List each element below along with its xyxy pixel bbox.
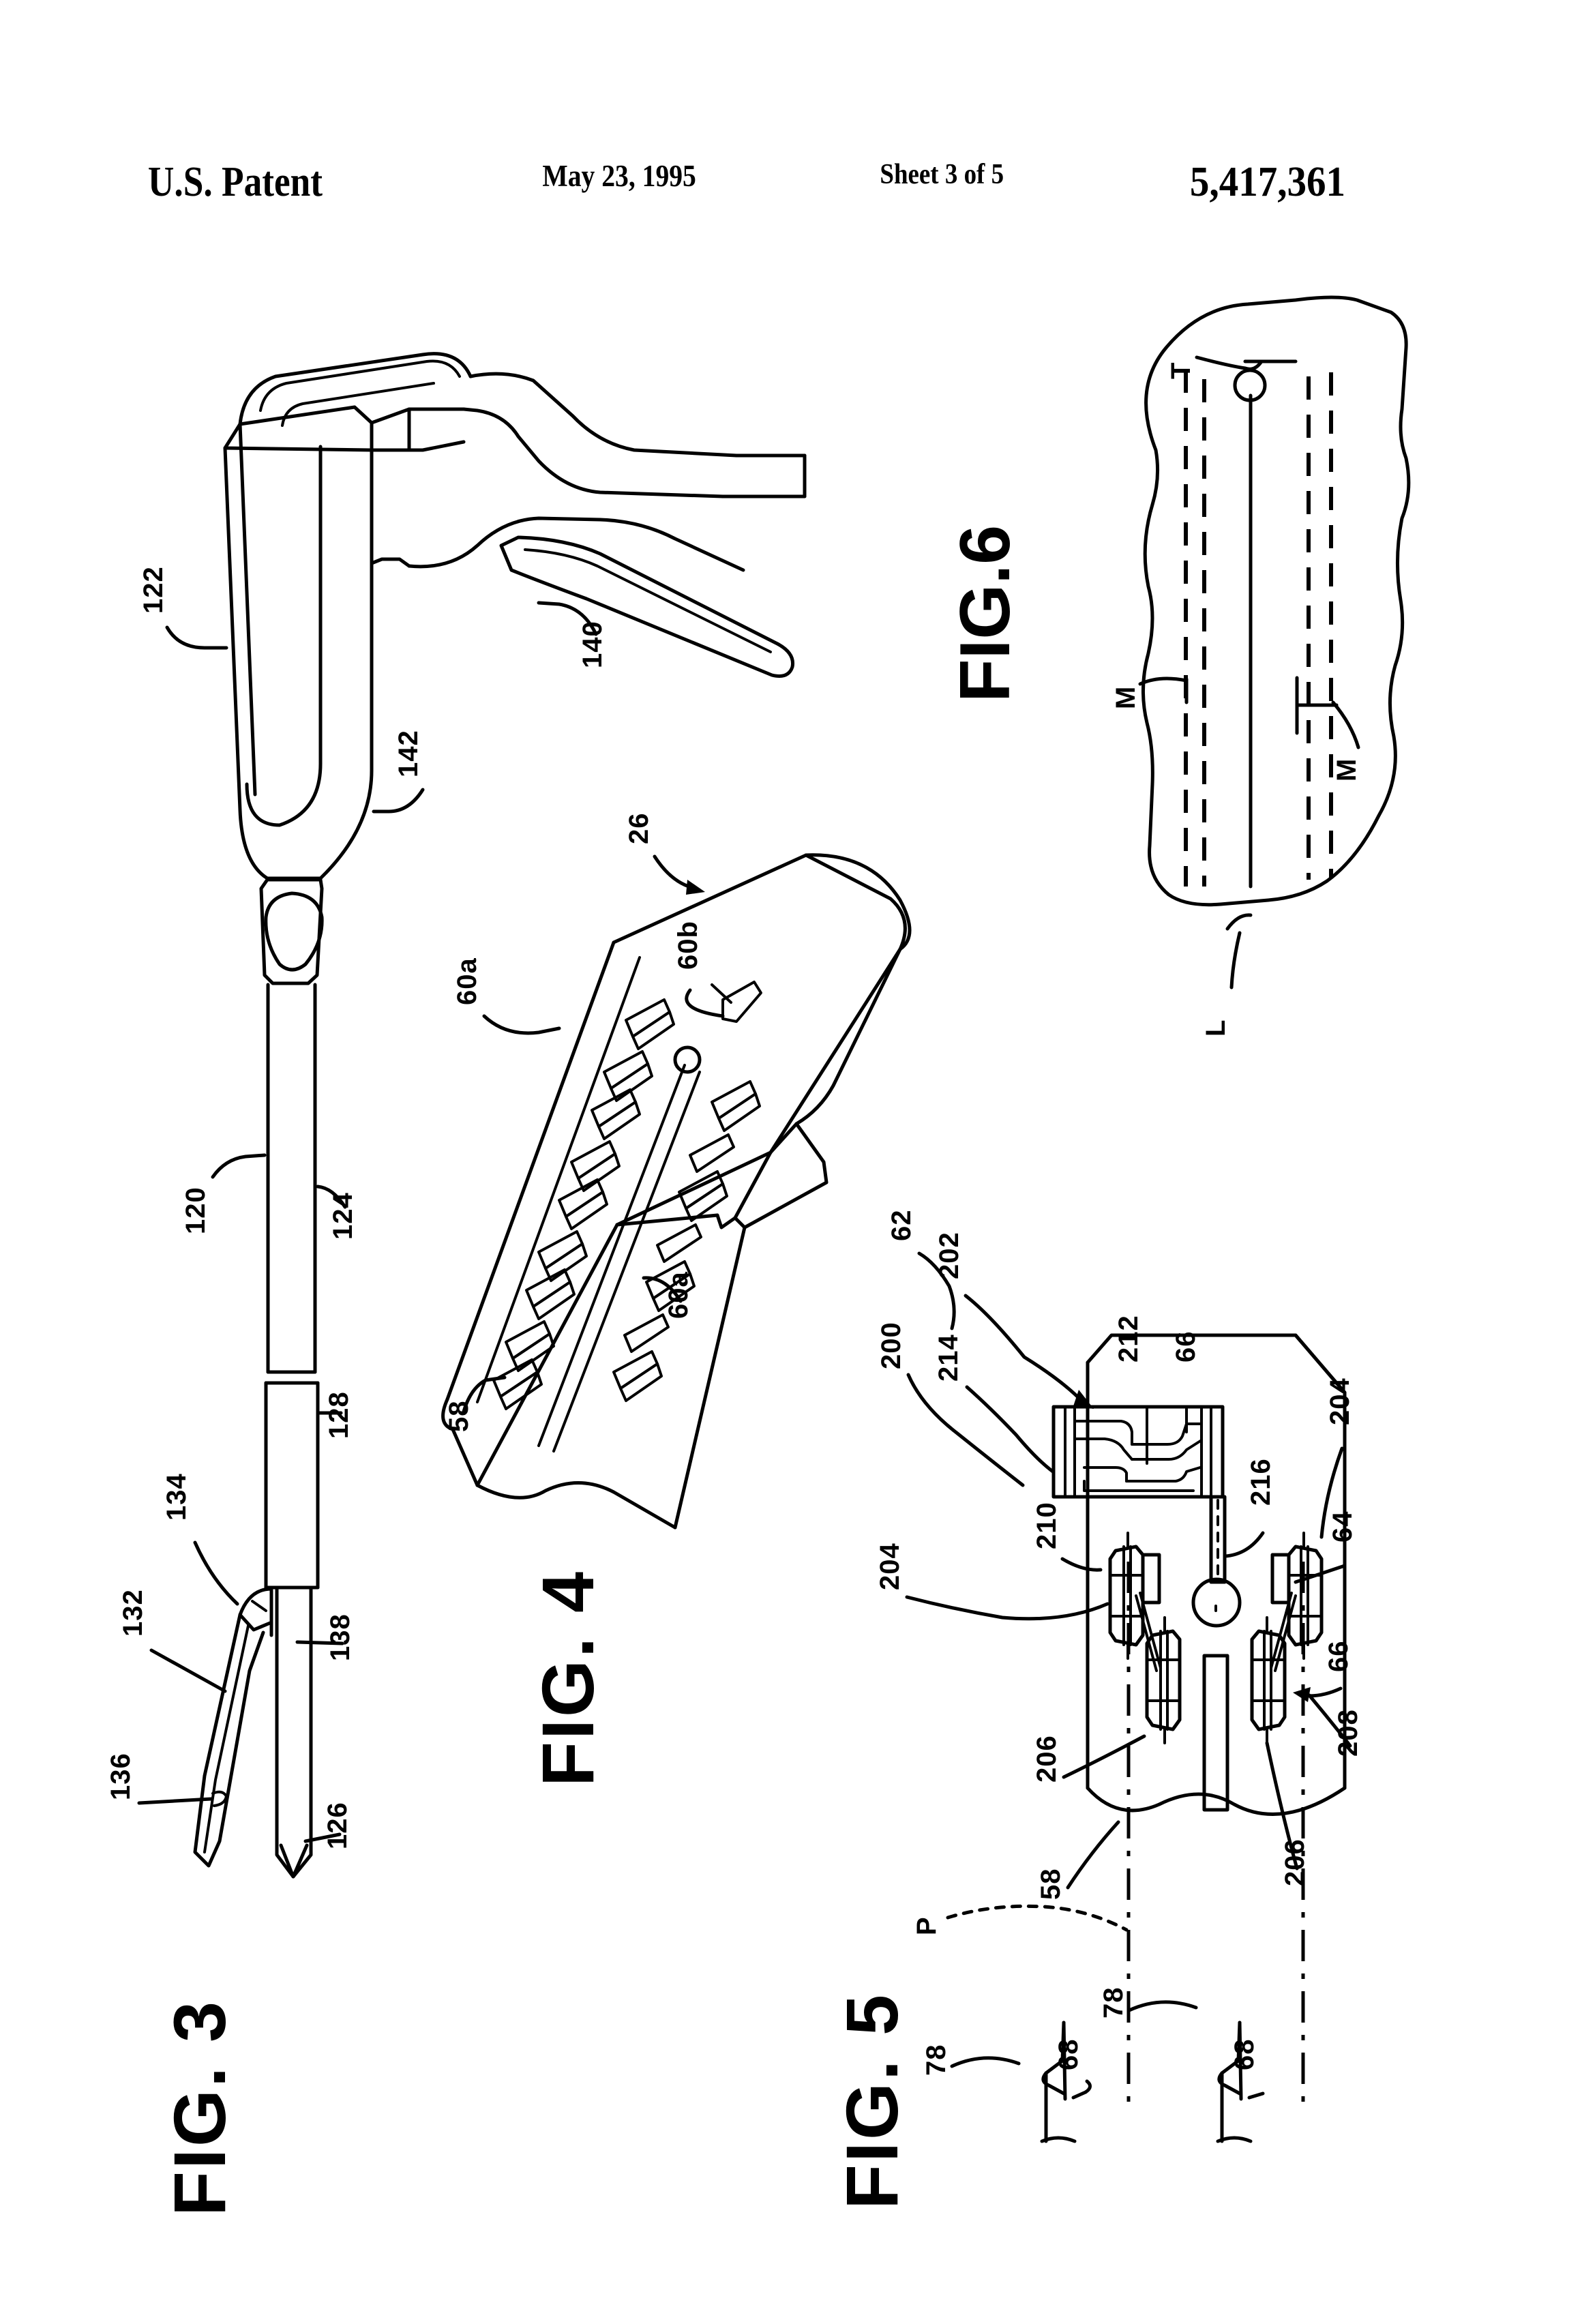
fig6-label-L: L bbox=[1201, 913, 1253, 1037]
fig5-cartridge-outline bbox=[1086, 1333, 1347, 1816]
patent-header: U.S. Patent May 23, 1995 Sheet 3 of 5 5,… bbox=[0, 158, 1582, 206]
fig4-reference-numbers: 26 60a 60b 60a 58 FIG. 4 bbox=[444, 813, 725, 1787]
fig3-jaw-assembly bbox=[193, 1587, 313, 1879]
ref-124: 124 bbox=[328, 1192, 358, 1240]
fig3-rotation-knob bbox=[259, 878, 324, 985]
ref-66-bot: 66 bbox=[1324, 1641, 1354, 1673]
fig5-wedge-sled bbox=[1051, 1405, 1227, 1584]
figure-6-caption: FIG.6 bbox=[946, 525, 1025, 702]
ref-T: T bbox=[1166, 362, 1196, 379]
ref-60a-top: 60a bbox=[452, 957, 482, 1005]
ref-202: 202 bbox=[934, 1232, 964, 1279]
fig3-reference-numbers: 122 142 140 120 124 128 bbox=[106, 566, 608, 1849]
ref-128: 128 bbox=[324, 1391, 354, 1439]
ref-206-left: 206 bbox=[1032, 1735, 1062, 1783]
ref-142: 142 bbox=[393, 730, 423, 777]
fig5-central-slot bbox=[1191, 1577, 1242, 1812]
ref-204-left: 204 bbox=[875, 1543, 905, 1590]
figure-6-group: T M M L bbox=[946, 295, 1411, 1037]
ref-L: L bbox=[1201, 1019, 1231, 1037]
fig3-trigger bbox=[499, 535, 795, 678]
ref-P: P bbox=[912, 1916, 942, 1935]
fig3-shaft bbox=[264, 983, 320, 1590]
figure-5-group: 62 200 202 214 212 66 216 bbox=[831, 1210, 1363, 2210]
fig6-staple-lines bbox=[1184, 370, 1333, 887]
ref-62: 62 bbox=[886, 1210, 916, 1242]
ref-64: 64 bbox=[1328, 1511, 1358, 1543]
sheet-number: Sheet 3 of 5 bbox=[880, 159, 1004, 190]
ref-126: 126 bbox=[323, 1802, 353, 1849]
ref-68-a: 68 bbox=[1054, 2039, 1084, 2071]
ref-26: 26 bbox=[624, 813, 654, 845]
ref-120: 120 bbox=[181, 1187, 211, 1234]
ref-134: 134 bbox=[162, 1473, 192, 1521]
ref-66-top: 66 bbox=[1171, 1331, 1201, 1363]
fig3-handle-housing bbox=[223, 352, 807, 880]
ref-58: 58 bbox=[1036, 1868, 1066, 1901]
ref-212: 212 bbox=[1114, 1315, 1144, 1362]
ref-132: 132 bbox=[118, 1589, 148, 1637]
fig4-cartridge-body bbox=[441, 853, 912, 1530]
ref-138: 138 bbox=[325, 1613, 355, 1661]
ref-M-right: M bbox=[1332, 758, 1362, 781]
fig5-driver-left bbox=[1108, 1532, 1182, 1744]
ref-210: 210 bbox=[1032, 1502, 1062, 1549]
ref-122: 122 bbox=[138, 566, 168, 614]
fig6-label-M-right: M bbox=[1295, 676, 1362, 781]
fig6-tissue-outline bbox=[1141, 295, 1411, 907]
ref-204-right: 204 bbox=[1325, 1377, 1355, 1425]
ref-78-b: 78 bbox=[1099, 1987, 1129, 2019]
figure-5-caption: FIG. 5 bbox=[831, 1993, 913, 2209]
fig5-reference-numbers: 62 200 202 214 212 66 216 bbox=[831, 1210, 1363, 2210]
patent-number: 5,417,361 bbox=[1189, 159, 1346, 205]
figure-4-group: 26 60a 60b 60a 58 FIG. 4 bbox=[441, 813, 912, 1787]
fig6-transection-line bbox=[1233, 368, 1267, 889]
ref-68-b: 68 bbox=[1229, 2039, 1259, 2071]
ref-200: 200 bbox=[876, 1322, 906, 1369]
patent-date: May 23, 1995 bbox=[542, 159, 696, 193]
fig5-formed-staples bbox=[1040, 2021, 1265, 2143]
fig6-label-M-left: M bbox=[1111, 676, 1189, 709]
ref-214: 214 bbox=[934, 1334, 964, 1382]
figure-3-group: 122 142 140 120 124 128 bbox=[106, 352, 807, 2216]
fig5-driver-right bbox=[1250, 1532, 1324, 1744]
ref-M-left: M bbox=[1111, 686, 1141, 709]
fig6-label-T: T bbox=[1166, 355, 1298, 379]
ref-136: 136 bbox=[106, 1753, 136, 1800]
fig4-staple-slots bbox=[492, 981, 762, 1410]
ref-78-a: 78 bbox=[921, 2044, 951, 2076]
ref-60b: 60b bbox=[673, 921, 703, 970]
figure-4-caption: FIG. 4 bbox=[526, 1570, 609, 1787]
ref-216: 216 bbox=[1246, 1458, 1276, 1506]
fig5-center-lines bbox=[1126, 1562, 1305, 2114]
ref-58: 58 bbox=[444, 1401, 474, 1433]
ref-208: 208 bbox=[1333, 1709, 1363, 1757]
figure-3-caption: FIG. 3 bbox=[158, 1999, 241, 2216]
patent-office-label: U.S. Patent bbox=[147, 159, 323, 205]
